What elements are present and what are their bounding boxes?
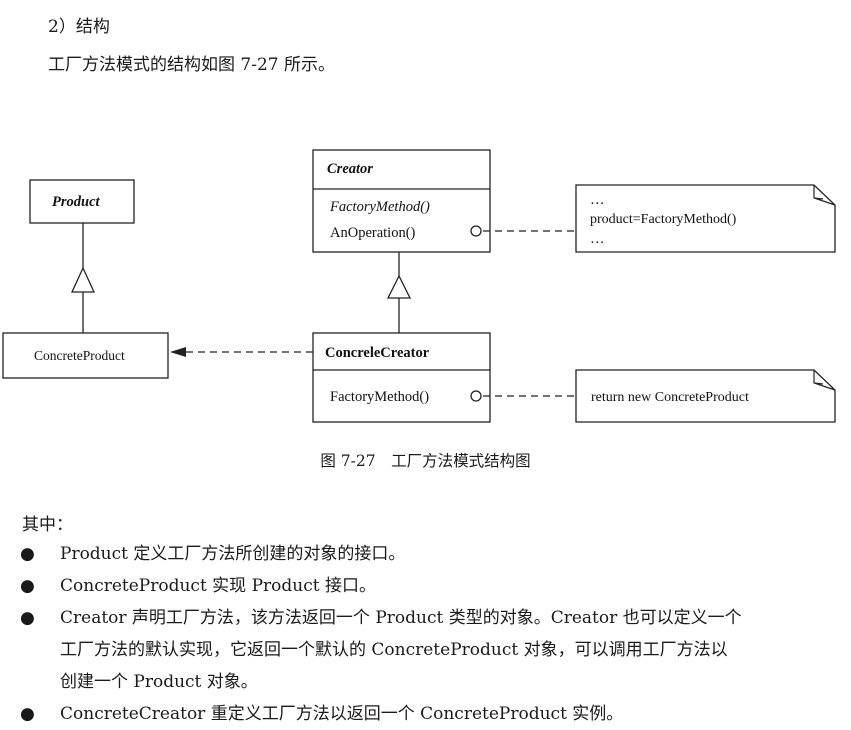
product-generalization-arrow — [70, 223, 96, 333]
bullet-dot: ● — [20, 704, 35, 724]
uml-class-diagram: Product ConcreteProduct Creator FactoryM… — [2, 149, 836, 423]
list-item-text: 工厂方法的默认实现，它返回一个默认的 ConcreteProduct 对象，可以… — [60, 640, 728, 660]
list-intro: 其中： — [22, 515, 73, 535]
note-factorymethod: return new ConcreteProduct — [470, 369, 836, 423]
creator-class-box: Creator FactoryMethod() AnOperation() — [312, 149, 491, 253]
concrete-product-class-box: ConcreteProduct — [2, 332, 169, 379]
list-item-text: 创建一个 Product 对象。 — [60, 672, 258, 692]
creator-generalization-arrow — [386, 252, 412, 333]
note-fold-icon — [813, 370, 836, 391]
note1-line2: product=FactoryMethod() — [590, 212, 737, 227]
note-anchor-circle — [470, 390, 482, 402]
concrete-creator-class-name: ConcreleCreator — [325, 345, 430, 361]
section-heading: 2）结构 — [48, 17, 110, 37]
list-item: ● Creator 声明工厂方法，该方法返回一个 Product 类型的对象。C… — [0, 602, 851, 698]
concrete-creator-class-box: ConcreleCreator FactoryMethod() — [312, 332, 491, 423]
list-item-text: ConcreteProduct 实现 Product 接口。 — [60, 576, 376, 596]
list-item-text: ConcreteCreator 重定义工厂方法以返回一个 ConcretePro… — [60, 704, 624, 724]
product-class-box: Product — [29, 179, 135, 224]
note-fold-icon — [813, 185, 836, 206]
note-anchor-circle — [470, 225, 482, 237]
intro-paragraph: 工厂方法模式的结构如图 7-27 所示。 — [48, 55, 335, 75]
creator-class-name: Creator — [327, 161, 373, 177]
list-item-text: Product 定义工厂方法所创建的对象的接口。 — [60, 544, 406, 564]
concrete-creator-factory-method: FactoryMethod() — [330, 389, 429, 405]
list-item-text: Creator 声明工厂方法，该方法返回一个 Product 类型的对象。Cre… — [60, 608, 742, 628]
list-item: ● ConcreteProduct 实现 Product 接口。 — [0, 570, 851, 602]
figure-caption: 图 7-27 工厂方法模式结构图 — [320, 452, 531, 470]
note-anoperation: … product=FactoryMethod() … — [470, 184, 836, 253]
bullet-dot: ● — [20, 544, 35, 564]
note1-line1: … — [590, 192, 605, 208]
bullet-dot: ● — [20, 608, 35, 628]
concrete-product-class-name: ConcreteProduct — [34, 348, 125, 363]
list-item: ● ConcreteCreator 重定义工厂方法以返回一个 ConcreteP… — [0, 698, 851, 730]
creator-factory-method: FactoryMethod() — [329, 199, 430, 215]
note1-line3: … — [590, 231, 605, 247]
creator-an-operation: AnOperation() — [330, 225, 416, 241]
dependency-arrow — [170, 347, 313, 357]
bullet-dot: ● — [20, 576, 35, 596]
note2-line1: return new ConcreteProduct — [591, 390, 749, 405]
list-item: ● Product 定义工厂方法所创建的对象的接口。 — [0, 538, 851, 570]
product-class-name: Product — [52, 194, 101, 210]
